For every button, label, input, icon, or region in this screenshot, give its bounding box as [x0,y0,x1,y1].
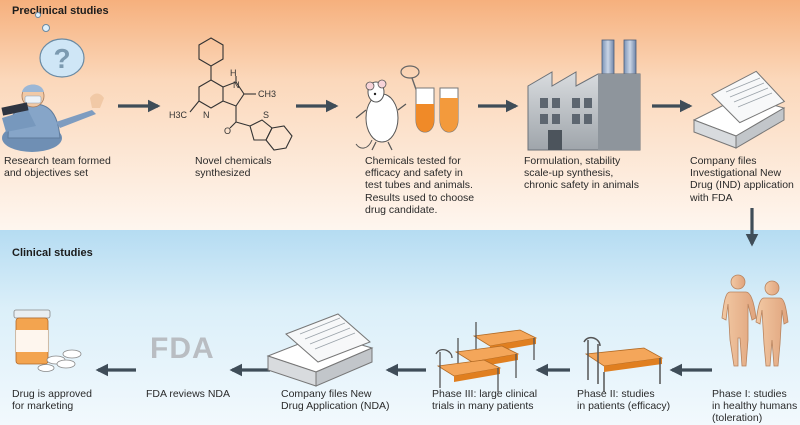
document-box-icon [266,313,374,387]
question-mark: ? [53,43,70,74]
clinical-step-5-caption: FDA reviews NDA [146,388,230,400]
human-figures-icon [721,274,789,367]
caption-line: in patients (efficacy) [577,400,671,413]
caption-line: Phase I: studies [712,388,787,400]
clinical-panel [0,230,800,425]
caption-line: trials in many patients [432,400,534,413]
caption-line: scale-up synthesis, [524,167,614,180]
chemical-structure-icon [189,37,293,151]
molecule-labels: H N N CH3 H3C O S [169,68,276,136]
caption-line: in healthy humans [712,400,798,413]
document-box-icon [692,70,786,149]
factory-icon [527,39,641,151]
caption-line: Drug (IND) application [690,179,794,192]
caption-line: test tubes and animals. [365,179,473,192]
caption-line: Company files New [281,388,372,400]
caption-line: and objectives set [4,167,89,180]
caption-line: Phase II: studies [577,388,655,400]
n2-label: N [203,110,210,120]
caption-line: with FDA [690,191,733,204]
caption-line: Company files [690,155,757,167]
caption-line: Formulation, stability [524,155,621,167]
caption-line: Chemicals tested for [365,155,461,167]
pill-bottle-icon [13,309,82,372]
caption-line: Investigational New [690,167,782,180]
mouse-test-tubes-icon [355,65,459,151]
caption-line: drug candidate. [365,203,438,216]
caption-line: efficacy and safety in [365,167,463,180]
caption-line: Drug Application (NDA) [281,400,390,413]
caption-line: Phase III: large clinical [432,388,538,400]
caption-line: Novel chemicals [195,155,272,167]
o-label: O [224,126,231,136]
h3c-label: H3C [169,110,188,120]
hospital-beds-icon [435,322,538,392]
caption-line: Research team formed [4,155,111,167]
caption-line: chronic safety in animals [524,179,639,192]
caption-line: (toleration) [712,412,763,425]
s-label: S [263,110,269,120]
n1-label: N [233,80,240,90]
preclinical-panel [0,0,800,230]
fda-icon: FDA [150,332,215,365]
caption-line: Drug is approved [12,388,92,400]
caption-line: Results used to choose [365,191,475,204]
clinical-title: Clinical studies [12,247,93,259]
research-team-icon: ? [1,12,104,152]
caption-line: synthesized [195,167,251,180]
ch3-label: CH3 [258,89,276,99]
caption-line: FDA reviews NDA [146,388,231,400]
nh-label: H [230,68,237,78]
caption-line: for marketing [12,400,74,413]
hospital-bed-icon [583,336,664,392]
